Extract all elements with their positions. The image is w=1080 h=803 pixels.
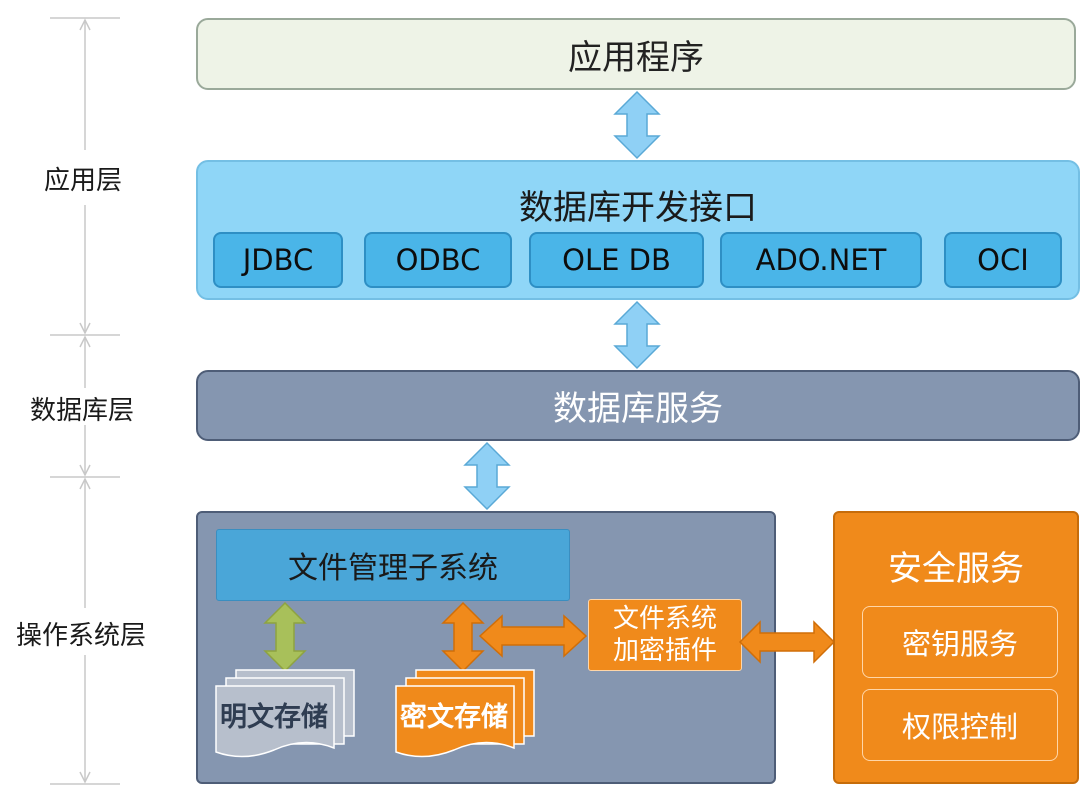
encryption-plugin-box: 文件系统 加密插件 — [588, 599, 742, 671]
security-title: 安全服务 — [888, 549, 1024, 589]
plaintext-document-icon — [215, 669, 355, 758]
plugin-line-2: 加密插件 — [612, 636, 717, 666]
os-layer-box: 文件管理子系统 明文存储 密文存储 文件系统 加密插件 — [196, 511, 776, 784]
plaintext-storage-label: 明文存储 — [220, 702, 328, 733]
double-arrow-icon — [613, 300, 661, 370]
api-item-adonet: ADO.NET — [720, 232, 922, 288]
double-arrow-icon — [613, 90, 661, 160]
api-item-odbc: ODBC — [364, 232, 512, 288]
ciphertext-storage-label: 密文存储 — [400, 702, 508, 733]
green-double-arrow-icon — [263, 601, 307, 673]
api-item-jdbc: JDBC — [213, 232, 343, 288]
api-title: 数据库开发接口 — [519, 188, 757, 228]
key-service-item: 密钥服务 — [862, 606, 1058, 678]
orange-horizontal-arrow-icon — [738, 620, 836, 664]
api-item-oledb: OLE DB — [529, 232, 704, 288]
database-service-box: 数据库服务 — [196, 370, 1080, 441]
database-api-box: 数据库开发接口 JDBC ODBC OLE DB ADO.NET OCI — [196, 160, 1080, 300]
orange-horizontal-arrow-icon — [478, 614, 588, 658]
layer-label-db: 数据库层 — [30, 396, 135, 426]
api-item-oci: OCI — [944, 232, 1062, 288]
layer-label-os: 操作系统层 — [16, 621, 147, 651]
access-control-item: 权限控制 — [862, 689, 1058, 761]
application-box: 应用程序 — [196, 18, 1076, 90]
double-arrow-icon — [463, 441, 511, 511]
plugin-line-1: 文件系统 — [612, 604, 717, 634]
file-management-box: 文件管理子系统 — [216, 529, 570, 601]
ciphertext-document-icon — [395, 669, 535, 758]
layer-label-app: 应用层 — [44, 166, 123, 196]
security-service-box: 安全服务 密钥服务 权限控制 — [833, 511, 1079, 784]
layer-axis — [50, 17, 120, 785]
